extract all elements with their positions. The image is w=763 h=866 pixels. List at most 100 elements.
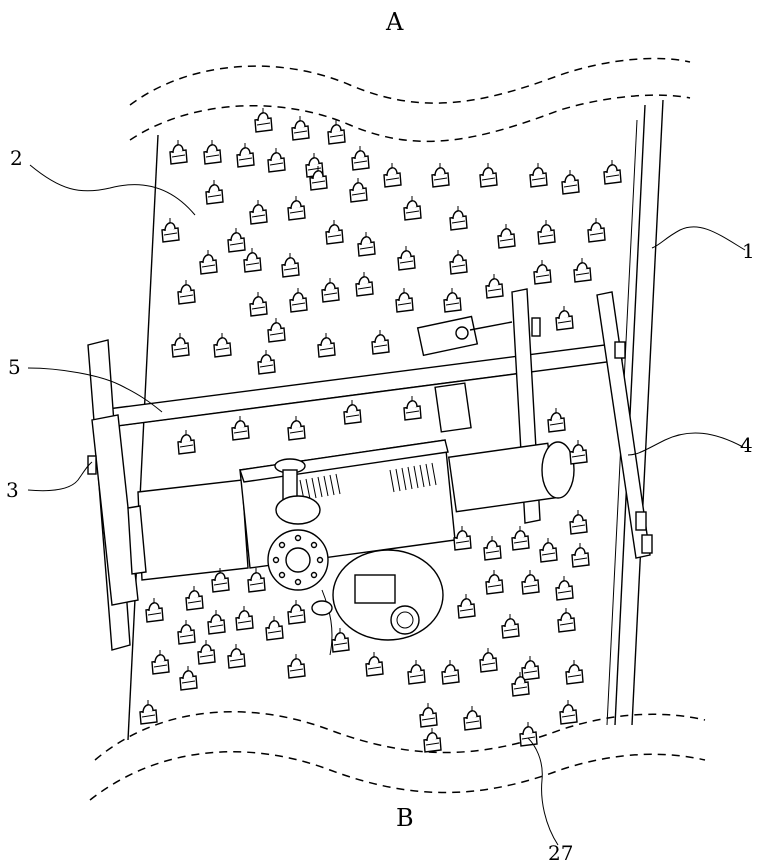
stud xyxy=(288,654,305,678)
flange-inner xyxy=(286,548,310,572)
stud xyxy=(450,250,467,274)
stud xyxy=(442,660,459,684)
stud xyxy=(228,644,245,668)
stud xyxy=(250,292,267,316)
stud xyxy=(178,280,195,304)
stud xyxy=(420,703,437,727)
stud xyxy=(268,148,285,172)
stud xyxy=(572,543,589,567)
stud xyxy=(208,610,225,634)
break-line-bottom-1 xyxy=(95,712,705,760)
stud xyxy=(570,510,587,534)
stud xyxy=(288,600,305,624)
view-label-a: A xyxy=(385,8,404,36)
break-line-bottom-2 xyxy=(90,752,705,800)
leader-2 xyxy=(30,165,195,215)
stud xyxy=(328,120,345,144)
stud xyxy=(424,728,441,752)
stud xyxy=(454,526,471,550)
leader-27 xyxy=(528,738,558,845)
stud xyxy=(350,178,367,202)
stud xyxy=(204,140,221,164)
stud xyxy=(522,570,539,594)
clamp-rod xyxy=(470,322,512,330)
stud xyxy=(520,722,537,746)
stud xyxy=(292,116,309,140)
callout-5: 5 xyxy=(8,355,21,379)
stud xyxy=(282,253,299,277)
stud xyxy=(250,200,267,224)
stud xyxy=(290,288,307,312)
stud xyxy=(356,272,373,296)
stud xyxy=(444,288,461,312)
stud xyxy=(152,650,169,674)
stud xyxy=(140,700,157,724)
stud xyxy=(398,246,415,270)
stud xyxy=(604,160,621,184)
stud xyxy=(162,218,179,242)
stud xyxy=(236,606,253,630)
stud xyxy=(486,570,503,594)
clamp-stop xyxy=(532,318,540,336)
stud xyxy=(538,220,555,244)
stud xyxy=(484,536,501,560)
stud xyxy=(534,260,551,284)
pump-hub xyxy=(391,606,419,634)
pump-hose xyxy=(322,590,332,655)
leader-1 xyxy=(652,227,745,250)
stud xyxy=(326,220,343,244)
stud xyxy=(318,333,335,357)
stud xyxy=(200,250,217,274)
callout-4: 4 xyxy=(740,433,753,457)
stud xyxy=(322,278,339,302)
stud xyxy=(206,180,223,204)
stud xyxy=(384,163,401,187)
stud xyxy=(408,660,425,684)
callout-3: 3 xyxy=(6,478,19,502)
callout-27: 27 xyxy=(548,841,573,865)
stud xyxy=(358,232,375,256)
stud xyxy=(258,350,275,374)
stud xyxy=(480,648,497,672)
clamp-pin xyxy=(456,327,468,339)
stud xyxy=(396,288,413,312)
stud xyxy=(404,196,421,220)
view-label-b: B xyxy=(396,804,414,832)
stud xyxy=(458,594,475,618)
stud xyxy=(178,430,195,454)
stud xyxy=(480,163,497,187)
stud xyxy=(186,586,203,610)
stud xyxy=(566,660,583,684)
stud xyxy=(214,333,231,357)
crossbar-end-bracket xyxy=(615,342,625,358)
stud xyxy=(522,656,539,680)
callout-1: 1 xyxy=(742,239,755,263)
break-line-top-1 xyxy=(130,58,690,105)
panel-right-edge-outer xyxy=(632,100,663,725)
stud xyxy=(232,416,249,440)
stud xyxy=(372,330,389,354)
stud xyxy=(146,598,163,622)
stud xyxy=(498,224,515,248)
stud xyxy=(512,526,529,550)
stud-field xyxy=(140,108,621,752)
stud xyxy=(266,616,283,640)
stud xyxy=(178,620,195,644)
stud xyxy=(366,652,383,676)
stud xyxy=(288,196,305,220)
motor-body xyxy=(138,480,248,580)
valve-body xyxy=(276,496,320,524)
stud xyxy=(352,146,369,170)
clamp-top xyxy=(418,316,478,355)
stud xyxy=(486,274,503,298)
stud xyxy=(450,206,467,230)
stud xyxy=(558,608,575,632)
stud xyxy=(288,416,305,440)
nozzle xyxy=(312,601,332,615)
stud xyxy=(180,666,197,690)
stud xyxy=(556,576,573,600)
callout-2: 2 xyxy=(10,146,23,170)
stud xyxy=(464,706,481,730)
stud xyxy=(540,538,557,562)
